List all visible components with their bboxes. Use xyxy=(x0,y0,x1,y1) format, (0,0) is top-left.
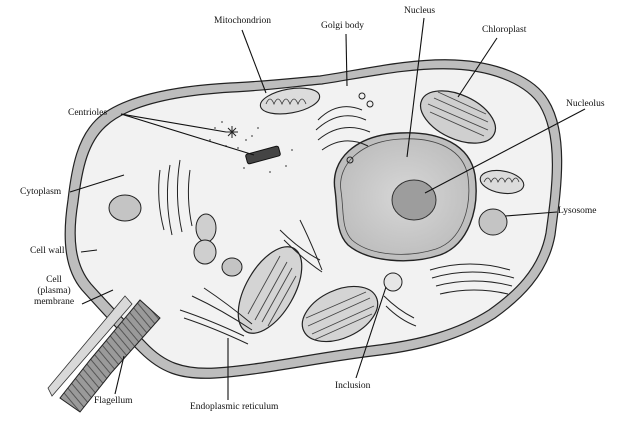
mitochondrion-right xyxy=(479,169,525,195)
chloroplast-center xyxy=(237,246,303,334)
label-cytoplasm: Cytoplasm xyxy=(20,187,62,197)
golgi-body-right xyxy=(429,263,515,295)
golgi-body-top xyxy=(315,92,374,164)
label-nucleolus: Nucleolus xyxy=(566,99,605,109)
golgi-body-left xyxy=(158,159,193,236)
label-nucleus: Nucleus xyxy=(404,6,436,16)
label-cell-membrane-line1: Cell xyxy=(46,275,62,285)
label-lysosome: Lysosome xyxy=(558,206,597,216)
chloroplast-top xyxy=(419,90,497,144)
mitochondrion-top xyxy=(259,87,321,115)
chloroplast-bottom xyxy=(301,285,379,343)
endoplasmic-reticulum xyxy=(179,219,417,345)
centrioles xyxy=(209,121,293,173)
label-centrioles: Centrioles xyxy=(68,108,108,118)
nucleolus xyxy=(391,179,437,221)
label-cell-membrane-line2: (plasma) xyxy=(37,286,71,296)
leader-lines xyxy=(69,17,586,400)
nucleus xyxy=(333,132,477,262)
label-inclusion: Inclusion xyxy=(335,381,371,391)
vesicle-small xyxy=(221,257,243,277)
label-chloroplast: Chloroplast xyxy=(482,25,527,35)
label-endoplasmic-reticulum: Endoplasmic reticulum xyxy=(190,402,279,412)
label-mitochondrion: Mitochondrion xyxy=(214,16,271,26)
label-flagellum: Flagellum xyxy=(94,396,133,406)
flagellum xyxy=(47,295,161,413)
label-cell-wall: Cell wall xyxy=(30,246,65,256)
inclusion xyxy=(383,272,403,292)
lysosome xyxy=(478,208,508,236)
label-cell-membrane-line3: membrane xyxy=(33,297,75,307)
label-golgi-body: Golgi body xyxy=(321,21,365,31)
mitochondrion-left xyxy=(193,213,217,265)
vesicle-left xyxy=(108,194,142,222)
label-cell-membrane: Cell (plasma) membrane xyxy=(24,275,84,308)
